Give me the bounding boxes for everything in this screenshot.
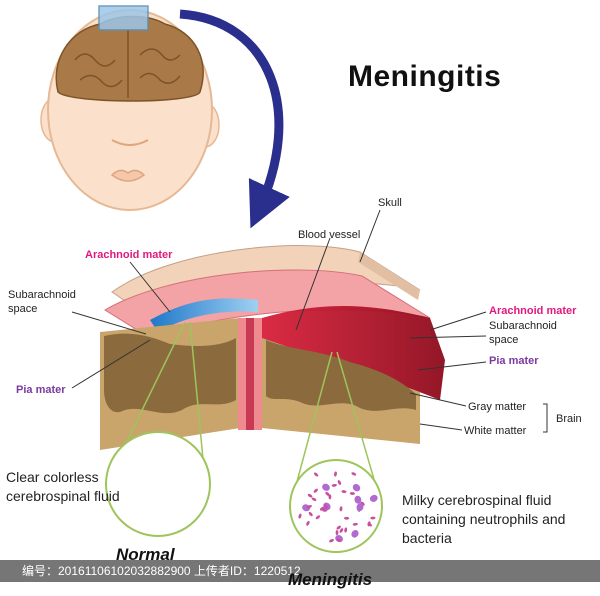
bacterium (336, 538, 342, 543)
zoom-lines-meningitis (291, 351, 381, 501)
bacterium (339, 506, 343, 512)
label-brain: Brain (556, 413, 582, 425)
bacterium (319, 506, 325, 511)
bacterium (334, 471, 337, 477)
bacterium (313, 472, 319, 477)
bacterium (329, 539, 334, 543)
neutrophil (352, 484, 361, 492)
caption-normal: Normal (116, 545, 175, 564)
bacterium (339, 528, 344, 533)
neutrophil (369, 494, 378, 502)
description-meningitis: Milky cerebrospinal fluid containing neu… (402, 492, 566, 546)
bacterium (307, 504, 312, 509)
bacterium (351, 472, 357, 476)
leader-lines (71, 209, 548, 433)
label-arachnoid-right: Arachnoid mater (489, 305, 577, 317)
bacterium (311, 497, 317, 502)
bacterium (367, 522, 372, 527)
bacterium (306, 520, 310, 526)
bacterium (352, 522, 358, 526)
watermark-bar: 编号：20161106102032882900 上传者ID：1220512 (0, 560, 600, 582)
bacterium (298, 513, 302, 519)
bacterium (335, 530, 339, 536)
zoom-region (98, 5, 149, 31)
label-arachnoid-left: Arachnoid mater (85, 249, 173, 261)
label-white-matter: White matter (464, 425, 527, 437)
neutrophil (354, 495, 362, 504)
page-title: Meningitis (348, 60, 502, 93)
zoom-circle-normal (105, 431, 211, 537)
label-pia-right: Pia mater (489, 355, 539, 367)
skull-side (358, 252, 420, 300)
meninges-cross-section (100, 245, 445, 450)
bacterium (331, 483, 337, 487)
bacterium (344, 516, 350, 520)
gray-matter-right (266, 340, 416, 411)
bacterium (313, 488, 318, 493)
bacterium (315, 515, 321, 520)
zoom-arrow (179, 9, 290, 229)
label-subarachnoid-right-2: space (489, 334, 518, 346)
bacterium (341, 490, 347, 494)
label-subarachnoid-left-1: Subarachnoid (8, 289, 76, 301)
neutrophil (356, 503, 364, 512)
bacterium (307, 493, 313, 498)
inflamed-meninges (262, 305, 445, 400)
bacterium (337, 480, 342, 485)
bacterium (360, 501, 365, 506)
label-subarachnoid-left-2: space (8, 303, 37, 315)
gray-matter (104, 333, 236, 414)
brain-folds (74, 30, 181, 98)
fissure-vessel (246, 318, 254, 430)
bacterium (370, 516, 376, 520)
bacterium (349, 492, 355, 495)
head-illustration (40, 5, 220, 211)
bacterium (344, 527, 348, 533)
bacterium (325, 491, 330, 496)
bacterium (308, 511, 313, 517)
brain-shape (55, 15, 204, 102)
label-pia-left: Pia mater (16, 384, 66, 396)
label-skull: Skull (378, 197, 402, 209)
csf-layer (150, 298, 258, 332)
description-normal: Clear colorless cerebrospinal fluid (6, 469, 120, 504)
bacterium (324, 504, 328, 510)
caption-meningitis: Meningitis (288, 570, 373, 589)
neutrophil (322, 483, 330, 491)
mouth (110, 169, 146, 182)
label-blood-vessel: Blood vessel (298, 229, 360, 241)
neutrophils-bacteria (298, 471, 378, 543)
label-subarachnoid-right-1: Subarachnoid (489, 320, 557, 332)
bacterium (336, 525, 341, 530)
neutrophil (351, 529, 359, 538)
zoom-circle-meningitis (289, 459, 383, 553)
nose (111, 139, 149, 146)
label-gray-matter: Gray matter (468, 401, 526, 413)
